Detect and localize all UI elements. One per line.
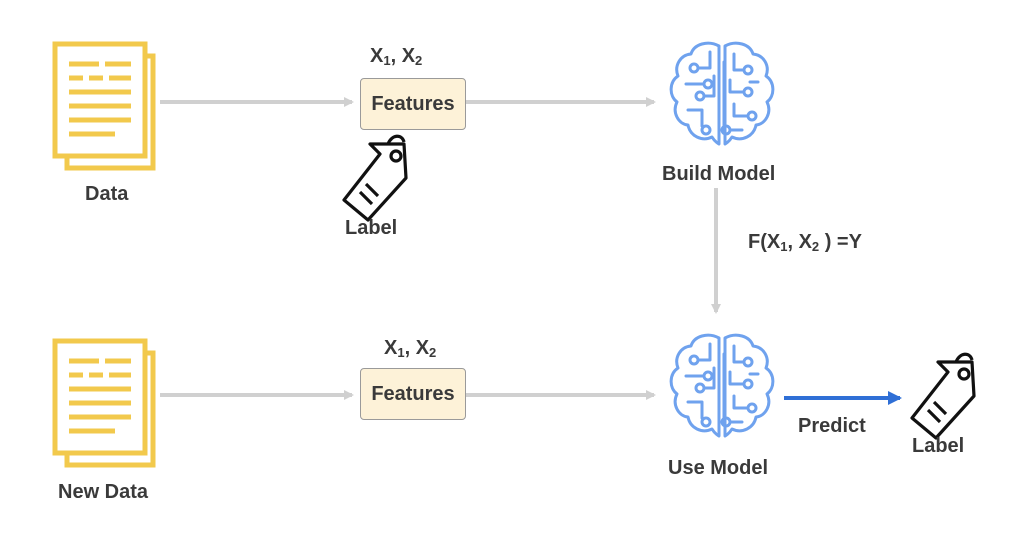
new-data-label: New Data [58,481,149,503]
feature-vars-label: X1, X2 [370,45,423,68]
function-text: , X [787,231,812,253]
var-x: X [384,337,398,359]
predict-label: Predict [798,415,866,437]
brain-icon [669,41,775,146]
function-label: F(X1, X2 ) =Y [748,231,862,254]
tag-label: Label [345,217,398,239]
features-label: Features [371,382,455,405]
var-x: , X [404,337,430,359]
features-box: Features [360,78,466,130]
features-box: Features [360,368,466,420]
features-label: Features [371,92,455,115]
tag-icon [910,352,976,440]
build-model-label: Build Model [662,163,776,185]
subscript: 1 [383,53,391,68]
document-icon [55,341,153,465]
var-x: , X [390,45,416,67]
data-label: Data [85,183,129,205]
subscript: 1 [397,345,405,360]
var-x: X [370,45,384,67]
subscript: 2 [429,345,437,360]
tag-icon [342,134,408,222]
brain-icon [669,333,775,438]
subscript: 2 [811,239,820,254]
function-text: F(X [748,231,781,253]
use-model-label: Use Model [668,457,769,479]
subscript: 1 [780,239,788,254]
document-icon [55,44,153,168]
tag-label: Label [912,435,965,457]
function-text: ) =Y [819,231,862,253]
feature-vars-label: X1, X2 [384,337,437,360]
subscript: 2 [415,53,423,68]
